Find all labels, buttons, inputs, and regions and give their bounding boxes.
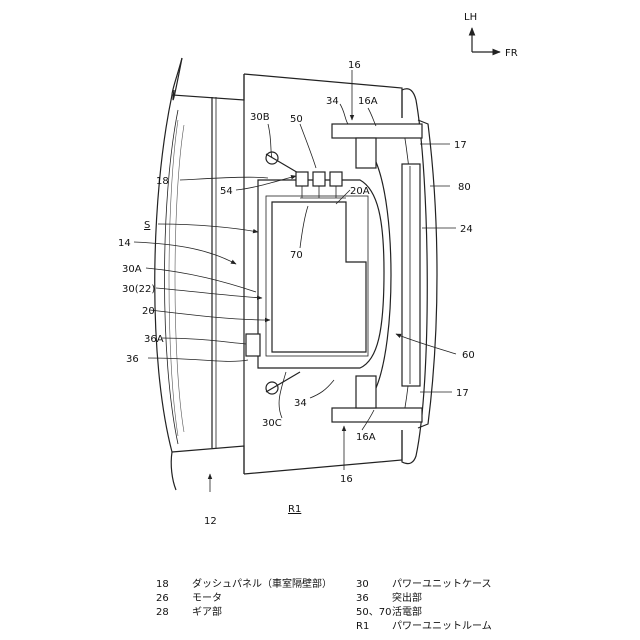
legend-item: 30パワーユニットケース xyxy=(356,578,492,592)
label-60: 60 xyxy=(462,350,475,361)
label-20: 20 xyxy=(142,306,155,317)
legend-text: モータ xyxy=(192,593,222,604)
label-50: 50 xyxy=(290,114,303,125)
legend-item: 28ギア部 xyxy=(156,606,222,620)
legend-item: 50、70活電部 xyxy=(356,606,422,620)
label-17-bottom: 17 xyxy=(456,388,469,399)
label-36A: 36A xyxy=(144,334,164,345)
label-24: 24 xyxy=(460,224,473,235)
label-34-top: 34 xyxy=(326,96,339,107)
label-20A: 20A xyxy=(350,186,370,197)
legend-num: 50、70 xyxy=(356,606,392,620)
label-80: 80 xyxy=(458,182,471,193)
legend-text: 活電部 xyxy=(392,607,422,618)
legend-item: R1パワーユニットルーム xyxy=(356,620,492,634)
legend-num: 18 xyxy=(156,578,192,592)
label-17-top: 17 xyxy=(454,140,467,151)
label-S: S xyxy=(144,220,150,231)
label-12: 12 xyxy=(204,516,217,527)
legend-num: 26 xyxy=(156,592,192,606)
legend-text: パワーユニットケース xyxy=(392,579,492,590)
label-R1: R1 xyxy=(288,504,301,515)
label-30A: 30A xyxy=(122,264,142,275)
label-16-bottom: 16 xyxy=(340,474,353,485)
legend-text: 突出部 xyxy=(392,593,422,604)
label-30B: 30B xyxy=(250,112,270,123)
label-18: 18 xyxy=(156,176,169,187)
label-34-bottom: 34 xyxy=(294,398,307,409)
label-16-top: 16 xyxy=(348,60,361,71)
legend-text: パワーユニットルーム xyxy=(392,621,492,632)
label-30C: 30C xyxy=(262,418,282,429)
label-36: 36 xyxy=(126,354,139,365)
protrusion-36 xyxy=(246,334,260,356)
label-54: 54 xyxy=(220,186,233,197)
label-16A-top: 16A xyxy=(358,96,378,107)
legend-num: R1 xyxy=(356,620,392,634)
legend-num: 30 xyxy=(356,578,392,592)
label-14: 14 xyxy=(118,238,131,249)
fr-label: FR xyxy=(505,48,518,59)
legend-text: ダッシュパネル（車室隔壁部） xyxy=(192,579,332,590)
legend-text: ギア部 xyxy=(192,607,222,618)
lh-label: LH xyxy=(464,12,477,23)
legend-item: 18ダッシュパネル（車室隔壁部） xyxy=(156,578,332,592)
component-24 xyxy=(402,164,420,386)
label-16A-bottom: 16A xyxy=(356,432,376,443)
direction-compass: LH FR xyxy=(464,12,518,59)
legend-item: 36突出部 xyxy=(356,592,422,606)
label-30-22: 30(22) xyxy=(122,284,155,295)
legend-num: 28 xyxy=(156,606,192,620)
label-70: 70 xyxy=(290,250,303,261)
legend-num: 36 xyxy=(356,592,392,606)
dash-panel xyxy=(155,58,244,490)
legend-item: 26モータ xyxy=(156,592,222,606)
